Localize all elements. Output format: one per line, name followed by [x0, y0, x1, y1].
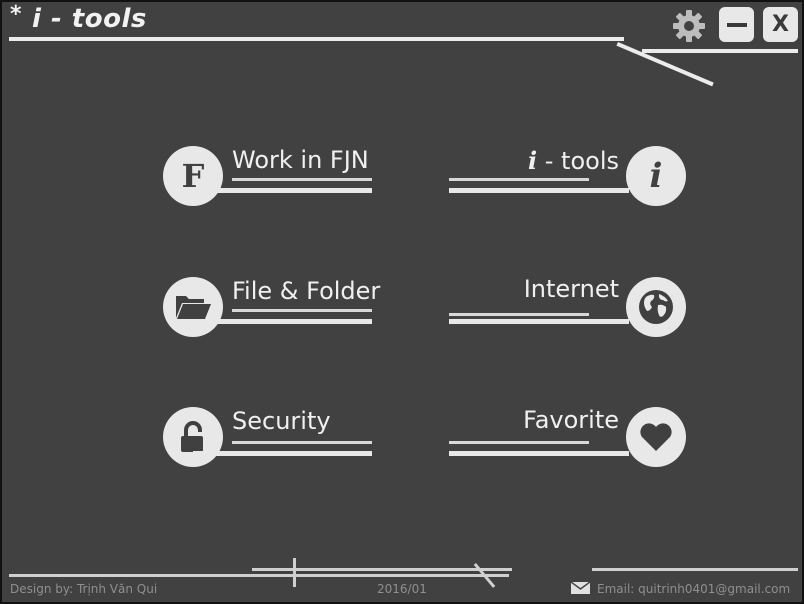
settings-button[interactable]	[671, 8, 707, 44]
menu-item-label: i - tools	[527, 146, 619, 175]
footer-tick	[293, 558, 296, 587]
label-underline-bold	[449, 451, 629, 456]
info-i-icon: i	[626, 146, 686, 206]
padlock-icon	[163, 407, 223, 467]
label-underline	[232, 309, 372, 312]
label-underline-bold	[449, 319, 629, 324]
label-underline	[449, 441, 589, 444]
menu-item-internet[interactable]: Internet	[436, 273, 686, 343]
minimize-icon	[726, 22, 747, 27]
menu-item-file-folder[interactable]: File & Folder	[163, 273, 413, 343]
label-underline-bold	[449, 188, 629, 193]
envelope-icon	[571, 582, 590, 594]
minimize-button[interactable]	[719, 7, 754, 42]
title-underline-right	[642, 49, 798, 53]
letter-f-icon: F	[163, 146, 223, 206]
heart-icon	[626, 407, 686, 467]
title-star: *	[10, 2, 22, 27]
label-underline-bold	[193, 188, 372, 193]
contact-email[interactable]: Email: quitrinh0401@gmail.com	[597, 582, 791, 596]
globe-icon	[626, 277, 686, 337]
label-underline	[449, 313, 589, 316]
menu-item-label: Work in FJN	[232, 146, 369, 174]
label-underline	[232, 441, 372, 444]
gear-icon	[673, 10, 705, 42]
label-underline	[449, 178, 589, 181]
footer-line-left	[9, 574, 509, 577]
folder-open-icon	[163, 277, 223, 337]
close-icon: X	[772, 12, 789, 37]
app-title: i - tools	[32, 4, 147, 34]
label-underline-bold	[193, 451, 372, 456]
footer-line-right	[592, 568, 798, 571]
footer-line-middle	[252, 568, 512, 571]
menu-item-favorite[interactable]: Favorite	[436, 403, 686, 473]
label-underline	[232, 178, 372, 181]
menu-item-work-in-fjn[interactable]: F Work in FJN	[163, 142, 413, 212]
version-date: 2016/01	[377, 582, 427, 596]
close-button[interactable]: X	[763, 7, 798, 42]
menu-item-i-tools[interactable]: i i - tools	[436, 142, 686, 212]
designer-credit: Design by: Trịnh Văn Qui	[10, 582, 158, 596]
menu-item-label: Internet	[523, 275, 619, 303]
title-underline	[9, 37, 624, 41]
label-underline-bold	[193, 319, 372, 324]
menu-item-label: Security	[232, 407, 331, 435]
menu-item-label: Favorite	[523, 406, 619, 434]
menu-item-label: File & Folder	[232, 277, 381, 305]
menu-item-security[interactable]: Security	[163, 403, 413, 473]
